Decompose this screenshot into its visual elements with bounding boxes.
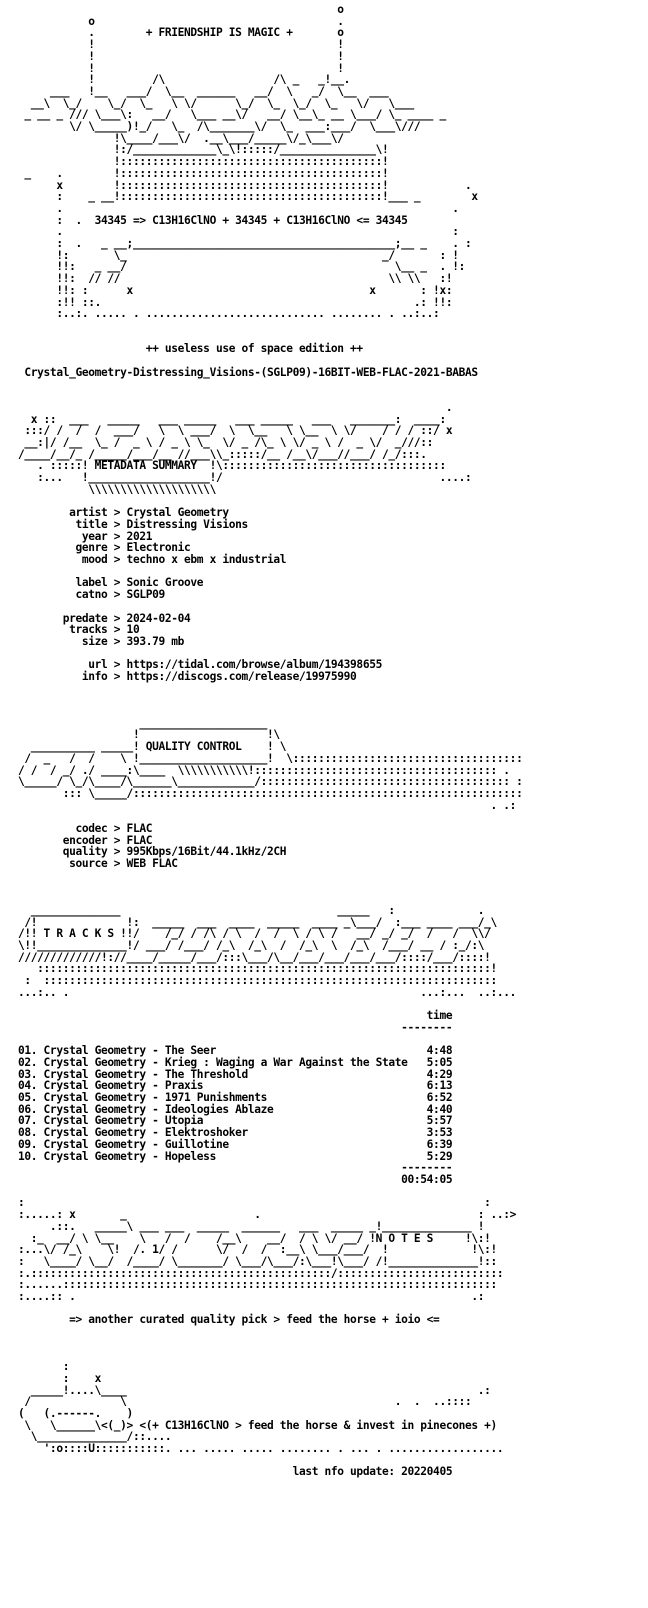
release-name: Crystal_Geometry-Distressing_Visions-(SG… <box>18 365 478 379</box>
notes-ascii-banner: : : :.....: x _ . : ..:> .::. _____\ ___… <box>18 1196 517 1304</box>
nfo-document: o o . . + FRIENDSHIP IS MAGIC + o ! ! ! <box>18 4 642 1478</box>
metadata-ascii-banner: . x :: ___ _____ ___ _____ ___ _____ ___… <box>18 400 472 496</box>
footer-ascii-art: : : x _____!....\____ .: / \ . . ..:::: … <box>18 1360 504 1456</box>
quality-control-block: codec > FLAC encoder > FLAC quality > 99… <box>62 822 287 871</box>
tracklist-block: time -------- 01. Crystal Geometry - The… <box>18 1009 453 1186</box>
metadata-summary-block: artist > Crystal Geometry title > Distre… <box>62 506 383 684</box>
edition-subtitle: ++ useless use of space edition ++ <box>18 342 363 356</box>
last-update: last nfo update: 20220405 <box>18 1465 453 1479</box>
header-ascii-art: o o . . + FRIENDSHIP IS MAGIC + o ! ! ! <box>24 3 478 321</box>
notes-message: => another curated quality pick > feed t… <box>18 1313 440 1327</box>
tracks-ascii-banner: ______________ _____ : . /! !: _____ ___… <box>18 903 517 999</box>
quality-ascii-banner: ____________________ ! !\ __________ ___… <box>18 716 523 812</box>
